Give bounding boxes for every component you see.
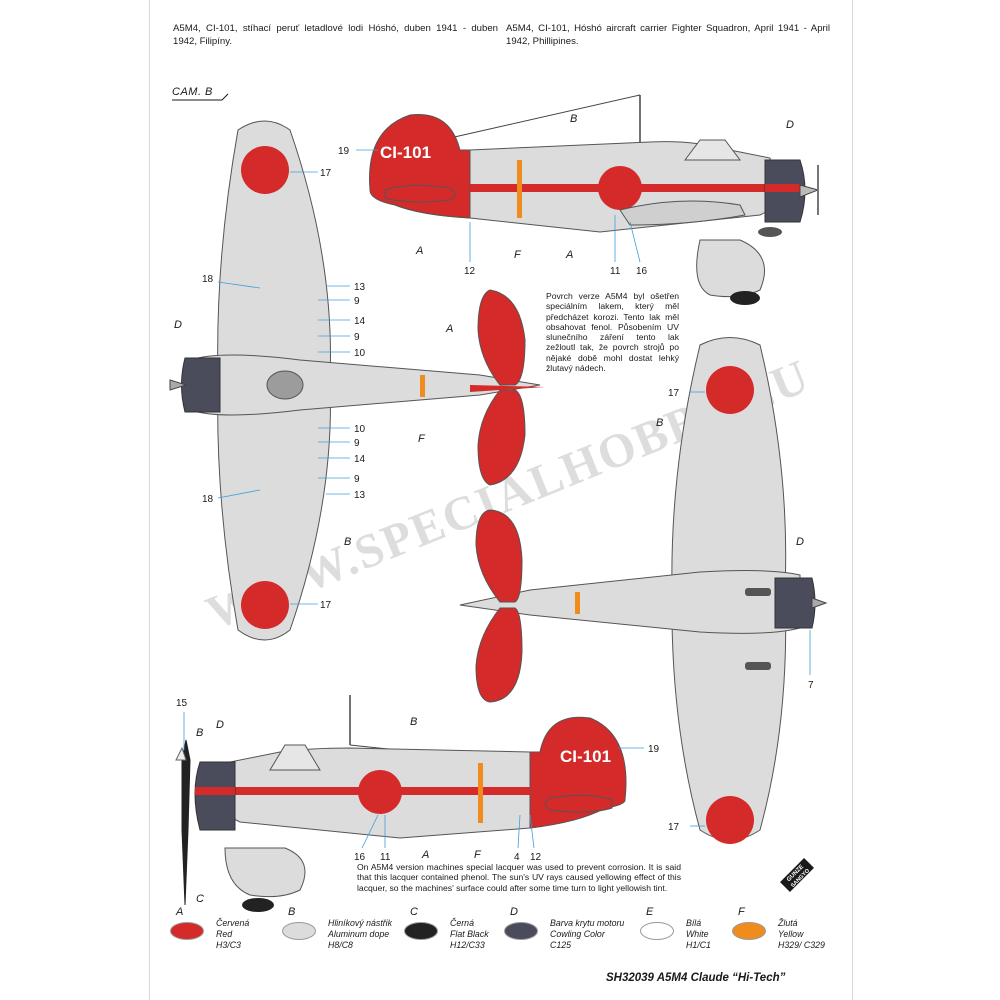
callout-19-top: 19	[338, 146, 350, 157]
side-profile-right: CI-101	[369, 94, 820, 305]
swatch-white	[640, 922, 674, 940]
callout-14-a: 14	[354, 316, 366, 327]
callout-9-b: 9	[354, 332, 360, 343]
caption-english: A5M4, CI-101, Hóshó aircraft carrier Fig…	[506, 23, 830, 47]
callout-16-bottom: 16	[354, 852, 366, 863]
callout-A-top1: A	[415, 245, 423, 257]
callout-D-right: D	[796, 536, 804, 548]
planform-right	[459, 337, 828, 844]
callout-9-d: 9	[354, 474, 360, 485]
callout-10-b: 10	[354, 424, 366, 435]
callout-9-a: 9	[354, 296, 360, 307]
callout-9-c: 9	[354, 438, 360, 449]
swatch-flat-black	[404, 922, 438, 940]
callout-B-right: B	[656, 417, 663, 429]
callout-F-left: F	[418, 433, 426, 445]
lacquer-note-czech: Povrch verze A5M4 byl ošetřen speciálním…	[546, 291, 679, 374]
callout-16-top: 16	[636, 266, 648, 277]
callout-18-a: 18	[202, 274, 214, 285]
planform-left	[169, 120, 545, 641]
callout-17-d: 17	[668, 822, 680, 833]
callout-4: 4	[514, 852, 520, 863]
callout-18-b: 18	[202, 494, 214, 505]
callout-19-bottom: 19	[648, 744, 660, 755]
callout-7: 7	[808, 680, 814, 691]
callout-A-top2: A	[565, 249, 573, 261]
aircraft-code-top: CI-101	[380, 143, 431, 162]
gunze-sangyo-logo: GUNZE SANGYO	[780, 858, 814, 892]
callout-C-bottom: C	[196, 893, 204, 905]
callout-12-top: 12	[464, 266, 476, 277]
callout-17-a: 17	[320, 168, 332, 179]
swatch-aluminum	[282, 922, 316, 940]
footer-title: SH32039 A5M4 Claude “Hi-Tech”	[606, 972, 786, 984]
callout-11-bottom: 11	[380, 852, 391, 863]
callout-D-bottom: D	[216, 719, 224, 731]
callout-leaders	[183, 149, 811, 849]
callout-13-b: 13	[354, 490, 366, 501]
callout-D-top: D	[786, 119, 794, 131]
callout-F-bottom: F	[474, 849, 482, 861]
side-profile-left: CI-101	[175, 695, 627, 912]
swatch-yellow	[732, 922, 766, 940]
callout-A-bottom: A	[421, 849, 429, 861]
swatch-red	[170, 922, 204, 940]
callout-15: 15	[176, 698, 188, 709]
callout-B-top: B	[570, 113, 577, 125]
callout-17-c: 17	[668, 388, 680, 399]
callout-17-b: 17	[320, 600, 332, 611]
aircraft-code-bottom: CI-101	[560, 747, 611, 766]
callout-A-left: A	[445, 323, 453, 335]
lacquer-note-english: On A5M4 version machines special lacquer…	[357, 862, 681, 893]
swatch-cowling	[504, 922, 538, 940]
callout-B-left: B	[344, 536, 351, 548]
camo-label: CAM. B	[172, 86, 213, 98]
callout-B-bottom2: B	[410, 716, 417, 728]
callout-13-a: 13	[354, 282, 366, 293]
callout-11-top: 11	[610, 266, 621, 277]
callout-D-left: D	[174, 319, 182, 331]
callout-14-b: 14	[354, 454, 366, 465]
callout-12-bottom: 12	[530, 852, 542, 863]
callout-B-bottom: B	[196, 727, 203, 739]
callout-F-top: F	[514, 249, 522, 261]
camo-label-underline	[172, 93, 229, 101]
caption-czech: A5M4, CI-101, stíhací peruť letadlové lo…	[173, 23, 498, 47]
callout-10-a: 10	[354, 348, 366, 359]
